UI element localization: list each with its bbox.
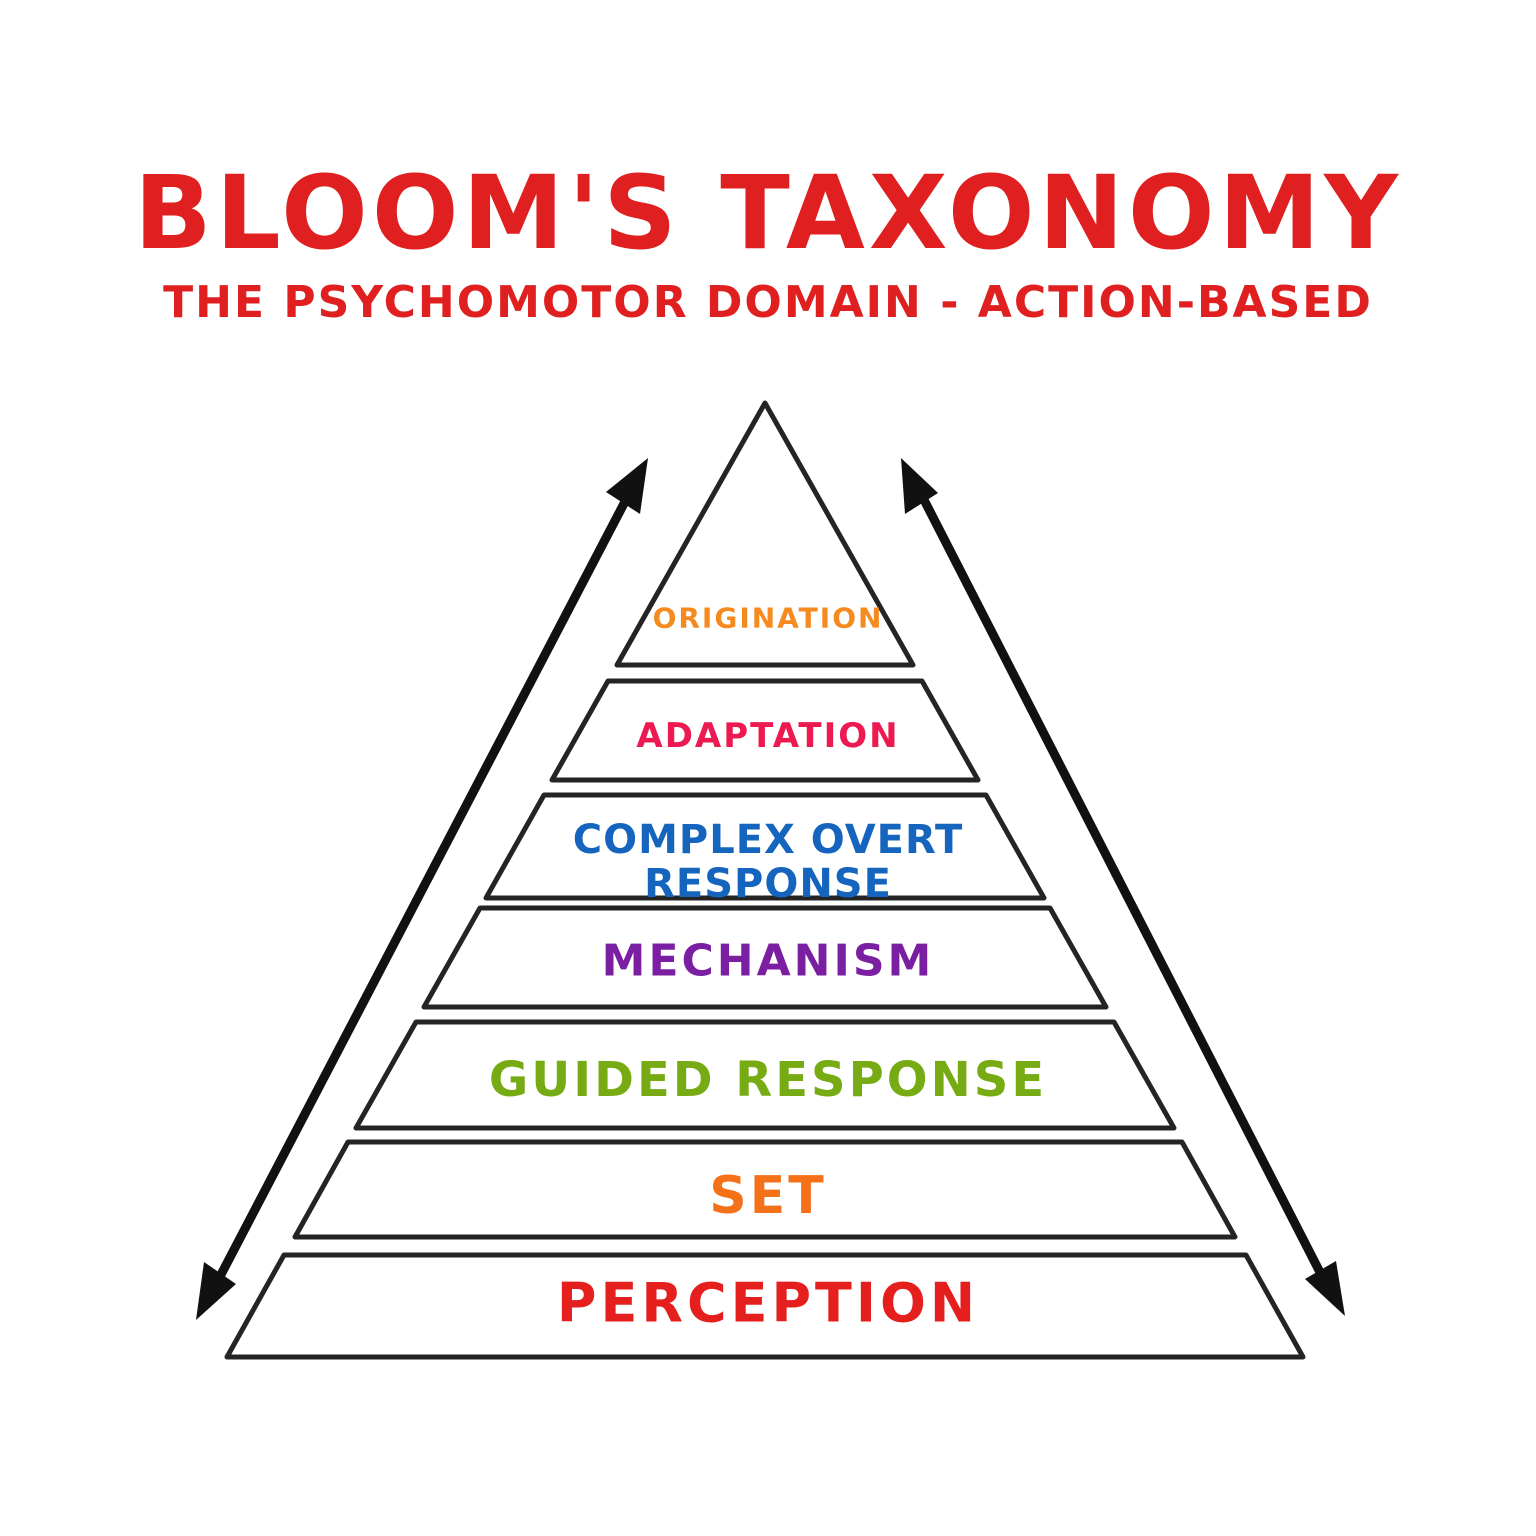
level-label-complex-overt-response-text: COMPLEX OVERT RESPONSE [572, 817, 964, 907]
ascending-arrow-left [196, 458, 648, 1320]
level-label-guided-response: GUIDED RESPONSE [488, 1052, 1048, 1108]
pyramid-level-guided-response-shape [353, 1019, 1177, 1131]
level-label-mechanism: MECHANISM [601, 935, 935, 987]
pyramid-level-set-shape [292, 1139, 1238, 1240]
level-label-set: SET [709, 1166, 827, 1226]
ascending-arrow-right [901, 458, 1345, 1316]
arrow-left-down-head-icon [196, 1262, 236, 1320]
page-subtitle: THE PSYCHOMOTOR DOMAIN - ACTION-BASED [163, 277, 1373, 329]
page-title: BLOOM'S TAXONOMY [134, 154, 1402, 273]
header: BLOOM'S TAXONOMY THE PSYCHOMOTOR DOMAIN … [0, 154, 1536, 329]
arrow-left-up-head-icon [606, 458, 648, 514]
pyramid-level-adaptation-shape [549, 678, 981, 783]
arrow-right-shaft [915, 487, 1331, 1289]
level-label-origination: ORIGINATION [652, 601, 884, 635]
pyramid-level-perception-shape [224, 1252, 1306, 1360]
level-label-complex-overt-response: COMPLEX OVERT RESPONSE [0, 818, 1536, 906]
arrow-left-shaft [209, 487, 635, 1293]
pyramid-level-complex-overt-response-shape [483, 792, 1047, 901]
level-label-perception: PERCEPTION [556, 1271, 980, 1335]
pyramid-level-origination-shape [614, 400, 916, 668]
arrow-right-down-head-icon [1305, 1261, 1345, 1316]
level-label-adaptation: ADAPTATION [636, 716, 900, 756]
arrow-right-up-head-icon [901, 458, 938, 514]
pyramid-level-mechanism-shape [421, 905, 1109, 1010]
